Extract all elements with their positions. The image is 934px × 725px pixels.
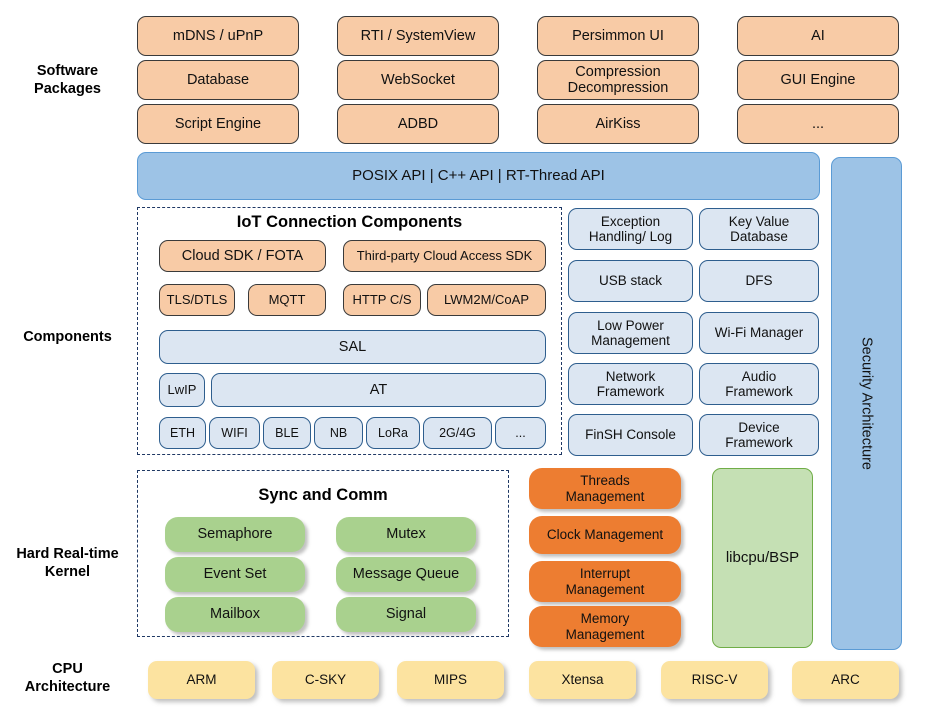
package-box[interactable]: RTI / SystemView bbox=[337, 16, 499, 56]
component-box[interactable]: FinSH Console bbox=[568, 414, 693, 456]
iot-lwip-box[interactable]: LwIP bbox=[159, 373, 205, 407]
package-box[interactable]: GUI Engine bbox=[737, 60, 899, 100]
package-box[interactable]: Script Engine bbox=[137, 104, 299, 144]
component-box[interactable]: DFS bbox=[699, 260, 819, 302]
package-box[interactable]: Database bbox=[137, 60, 299, 100]
kernel-sync-box[interactable]: Event Set bbox=[165, 557, 305, 592]
package-box[interactable]: Compression Decompression bbox=[537, 60, 699, 100]
iot-protocol-box[interactable]: TLS/DTLS bbox=[159, 284, 235, 316]
libcpu-bsp-box[interactable]: libcpu/BSP bbox=[712, 468, 813, 648]
kernel-sync-box[interactable]: Semaphore bbox=[165, 517, 305, 552]
package-box[interactable]: mDNS / uPnP bbox=[137, 16, 299, 56]
iot-connection-components-container bbox=[137, 207, 562, 455]
kernel-management-box[interactable]: Interrupt Management bbox=[529, 561, 681, 602]
cpu-arch-box[interactable]: ARM bbox=[148, 661, 255, 699]
cpu-arch-box[interactable]: MIPS bbox=[397, 661, 504, 699]
package-box[interactable]: ADBD bbox=[337, 104, 499, 144]
security-architecture-label: Security Architecture bbox=[858, 337, 875, 470]
kernel-sync-box[interactable]: Signal bbox=[336, 597, 476, 632]
iot-at-box[interactable]: AT bbox=[211, 373, 546, 407]
cpu-arch-box[interactable]: ARC bbox=[792, 661, 899, 699]
kernel-management-box[interactable]: Threads Management bbox=[529, 468, 681, 509]
sync-and-comm-container bbox=[137, 470, 509, 637]
package-box[interactable]: AI bbox=[737, 16, 899, 56]
cpu-arch-box[interactable]: C-SKY bbox=[272, 661, 379, 699]
package-box[interactable]: AirKiss bbox=[537, 104, 699, 144]
kernel-sync-box[interactable]: Mutex bbox=[336, 517, 476, 552]
iot-link-box[interactable]: 2G/4G bbox=[423, 417, 492, 449]
iot-link-box[interactable]: ... bbox=[495, 417, 546, 449]
iot-link-box[interactable]: NB bbox=[314, 417, 363, 449]
iot-link-box[interactable]: LoRa bbox=[366, 417, 420, 449]
cpu-arch-box[interactable]: RISC-V bbox=[661, 661, 768, 699]
rail-label-cpu-architecture: CPU Architecture bbox=[24, 660, 111, 695]
rail-label-kernel: Hard Real-time Kernel bbox=[16, 545, 119, 580]
iot-protocol-box[interactable]: MQTT bbox=[248, 284, 326, 316]
kernel-sync-box[interactable]: Mailbox bbox=[165, 597, 305, 632]
iot-link-box[interactable]: WIFI bbox=[209, 417, 260, 449]
component-box[interactable]: Exception Handling/ Log bbox=[568, 208, 693, 250]
iot-link-box[interactable]: ETH bbox=[159, 417, 206, 449]
cpu-arch-box[interactable]: Xtensa bbox=[529, 661, 636, 699]
package-box[interactable]: Persimmon UI bbox=[537, 16, 699, 56]
sync-and-comm-title: Sync and Comm bbox=[258, 486, 388, 504]
iot-link-box[interactable]: BLE bbox=[263, 417, 311, 449]
component-box[interactable]: Wi-Fi Manager bbox=[699, 312, 819, 354]
kernel-management-box[interactable]: Memory Management bbox=[529, 606, 681, 647]
rail-label-software-packages: Software Packages bbox=[34, 62, 101, 97]
iot-connection-components-title: IoT Connection Components bbox=[236, 213, 463, 231]
security-architecture-bar[interactable]: Security Architecture bbox=[831, 157, 902, 650]
package-box[interactable]: WebSocket bbox=[337, 60, 499, 100]
component-box[interactable]: Key Value Database bbox=[699, 208, 819, 250]
iot-sal-box[interactable]: SAL bbox=[159, 330, 546, 364]
iot-sdk-box[interactable]: Cloud SDK / FOTA bbox=[159, 240, 326, 272]
component-box[interactable]: Network Framework bbox=[568, 363, 693, 405]
component-box[interactable]: Device Framework bbox=[699, 414, 819, 456]
kernel-sync-box[interactable]: Message Queue bbox=[336, 557, 476, 592]
component-box[interactable]: Low Power Management bbox=[568, 312, 693, 354]
package-box[interactable]: ... bbox=[737, 104, 899, 144]
iot-protocol-box[interactable]: HTTP C/S bbox=[343, 284, 421, 316]
component-box[interactable]: USB stack bbox=[568, 260, 693, 302]
iot-protocol-box[interactable]: LWM2M/CoAP bbox=[427, 284, 546, 316]
kernel-management-box[interactable]: Clock Management bbox=[529, 516, 681, 554]
iot-sdk-box[interactable]: Third-party Cloud Access SDK bbox=[343, 240, 546, 272]
api-bar[interactable]: POSIX API | C++ API | RT-Thread API bbox=[137, 152, 820, 200]
component-box[interactable]: Audio Framework bbox=[699, 363, 819, 405]
rail-label-components: Components bbox=[23, 328, 112, 345]
